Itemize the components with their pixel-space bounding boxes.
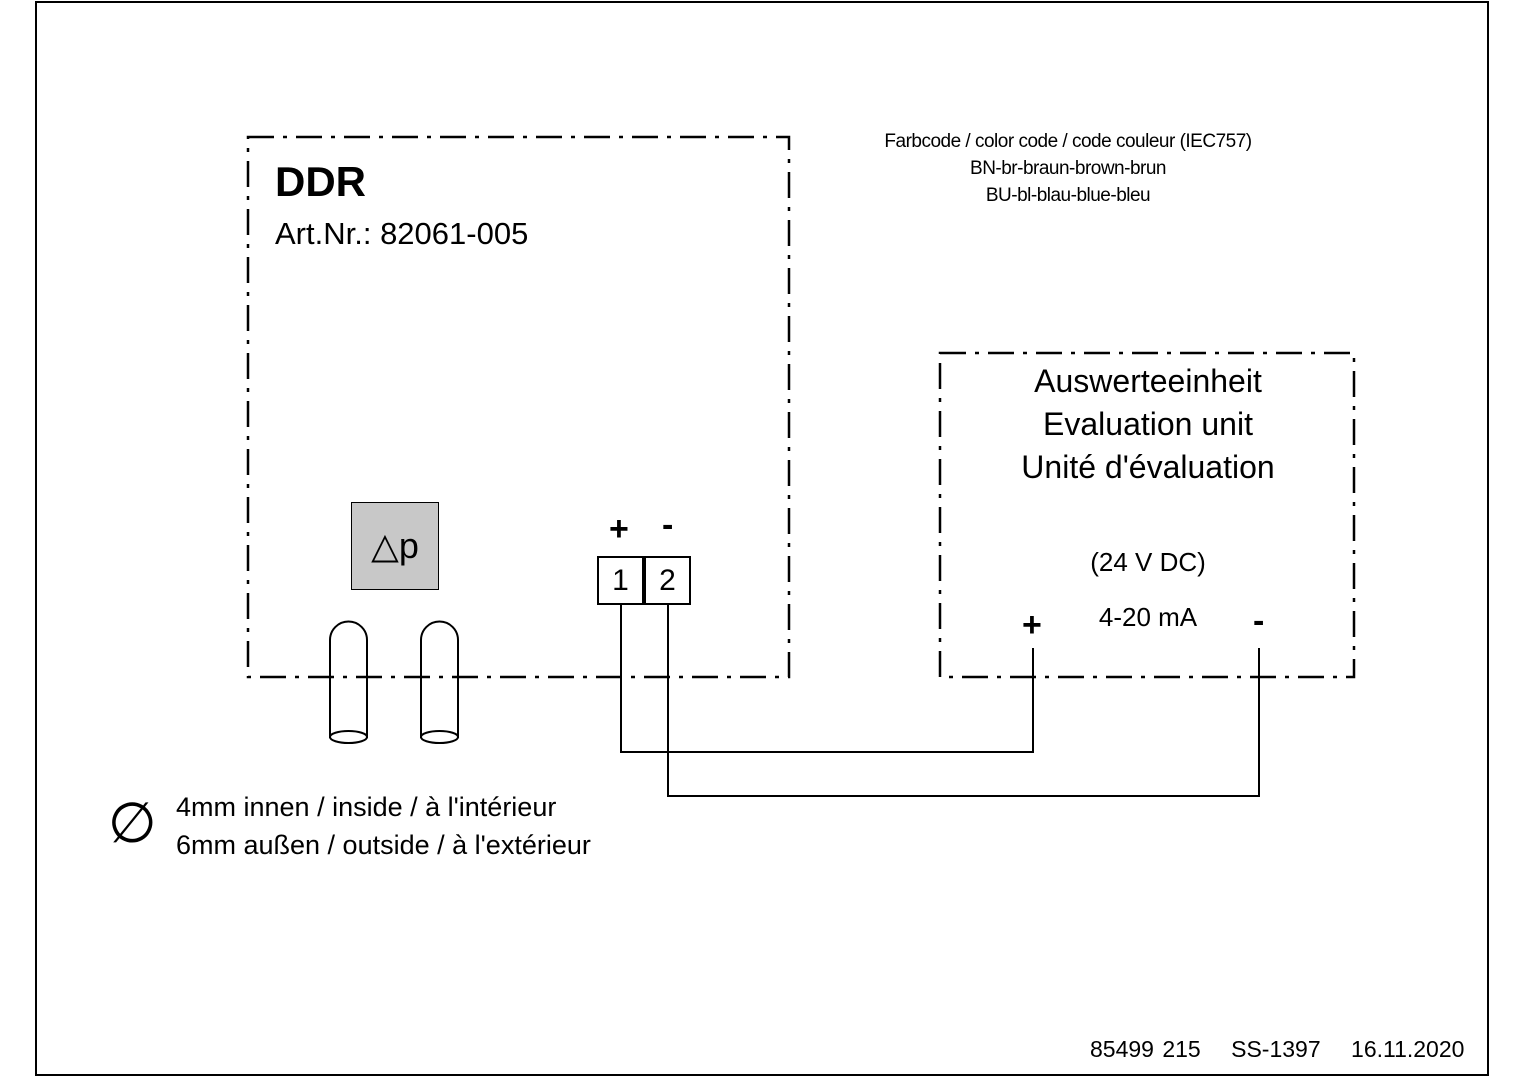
- article-number: Art.Nr.: 82061-005: [275, 216, 529, 251]
- eval-name-de: Auswerteeinheit: [1034, 363, 1262, 399]
- supply-voltage: (24 V DC): [1090, 547, 1206, 577]
- drawing-frame: [35, 1, 1489, 1076]
- diameter-icon: ∅: [108, 791, 157, 854]
- drawing-id: SS-1397: [1231, 1036, 1321, 1062]
- pressure-port-left: [329, 620, 368, 744]
- differential-pressure-icon: △p: [351, 502, 439, 590]
- terminal-1: 1: [597, 556, 644, 605]
- color-code-title: Farbcode / color code / code couleur (IE…: [884, 131, 1252, 152]
- evaluation-unit-outline: [938, 351, 1356, 679]
- ddr-device-outline: [246, 135, 791, 679]
- terminal-2: 2: [644, 556, 691, 605]
- title-block: 85499 215 SS-1397 16.11.2020: [1090, 1036, 1464, 1063]
- signal-range: 4-20 mA: [1098, 602, 1198, 632]
- tubing-inner-diameter: 4mm innen / inside / à l'intérieur: [176, 792, 557, 822]
- terminal-minus-sign: -: [662, 506, 674, 544]
- device-name: DDR: [275, 158, 366, 205]
- wire-minus-blue: [667, 605, 1260, 797]
- eval-name-en: Evaluation unit: [1043, 406, 1253, 442]
- eval-name-fr: Unité d'évaluation: [1021, 449, 1275, 485]
- eval-plus-sign: +: [1022, 606, 1042, 644]
- terminal-plus-sign: +: [609, 510, 629, 548]
- color-code-blue: BU-bl-blau-blue-bleu: [985, 185, 1151, 206]
- pressure-port-right: [420, 620, 459, 744]
- wire-plus-brown: [620, 605, 1034, 753]
- tubing-outer-diameter: 6mm außen / outside / à l'extérieur: [176, 830, 591, 860]
- drawing-date: 16.11.2020: [1351, 1036, 1465, 1062]
- eval-minus-sign: -: [1253, 602, 1265, 640]
- doc-number: 85499 215: [1090, 1036, 1201, 1062]
- color-code-brown: BN-br-braun-brown-brun: [970, 158, 1166, 179]
